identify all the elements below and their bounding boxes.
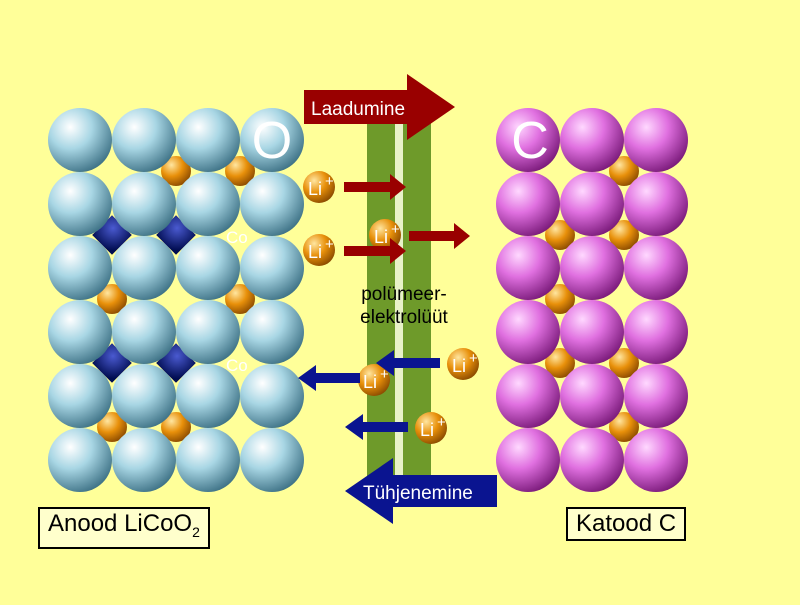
anode-lithium-atom — [161, 412, 191, 442]
lithium-ion-charge: + — [380, 366, 389, 383]
oxygen-atom — [240, 236, 304, 300]
carbon-atom — [560, 364, 624, 428]
electrolyte-band-left — [367, 100, 395, 480]
carbon-atom — [624, 108, 688, 172]
carbon-atom — [560, 172, 624, 236]
oxygen-atom — [240, 300, 304, 364]
electrolyte-label-line2: elektrolüüt — [360, 307, 448, 328]
oxygen-atom — [112, 364, 176, 428]
carbon-atom — [624, 364, 688, 428]
cathode-lithium-atom — [609, 412, 639, 442]
lithium-ion-label: Li — [363, 372, 377, 392]
carbon-atom — [496, 300, 560, 364]
carbon-atom — [560, 108, 624, 172]
carbon-atom — [560, 428, 624, 492]
electrolyte-gap — [395, 100, 403, 480]
carbon-atom — [496, 172, 560, 236]
carbon-atom — [624, 300, 688, 364]
oxygen-atom — [176, 300, 240, 364]
anode-lithium-atom — [97, 412, 127, 442]
oxygen-atom — [176, 428, 240, 492]
lithium-ion-charge: + — [325, 236, 334, 253]
discharging-arrow — [345, 458, 497, 524]
anode-label-text: Anood LiCoO — [48, 510, 193, 537]
oxygen-atom — [48, 300, 112, 364]
cathode-label: Katood C — [566, 507, 687, 541]
lithium-ion-charge: + — [391, 221, 400, 238]
anode-lithium-atom — [225, 284, 255, 314]
cobalt-label-upper: Co — [226, 228, 248, 247]
electrolyte-label-line1: polümeer- — [361, 284, 447, 305]
carbon-atom — [624, 236, 688, 300]
oxygen-atom — [176, 236, 240, 300]
lithium-ion-label: Li — [420, 420, 434, 440]
oxygen-atom — [240, 172, 304, 236]
lithium-ion-ion-bottom-right — [415, 412, 447, 444]
lithium-ion-ion-upper-left — [303, 171, 335, 203]
lithium-ion-ion-lower-center — [358, 364, 390, 396]
lithium-ion-label: Li — [452, 356, 466, 376]
carbon-atom — [496, 428, 560, 492]
carbon-label: C — [511, 112, 549, 170]
anode-label: Anood LiCoO2 — [38, 507, 210, 549]
oxygen-atom — [240, 428, 304, 492]
cathode-label-text: Katood C — [576, 510, 677, 537]
lithium-ion-charge: + — [325, 173, 334, 190]
charging-label: Laadumine — [311, 99, 405, 120]
oxygen-atom — [176, 364, 240, 428]
oxygen-atom — [176, 108, 240, 172]
anode-label-subscript: 2 — [192, 523, 200, 540]
lithium-ion-ion-middle-left — [303, 234, 335, 266]
discharge-ion-arrow-right — [376, 350, 440, 376]
cathode-lithium-atom — [609, 156, 639, 186]
cathode-lithium-atom — [609, 220, 639, 250]
charge-ion-arrow-middle — [344, 238, 406, 264]
anode-lithium-atom — [225, 156, 255, 186]
carbon-atom — [624, 428, 688, 492]
oxygen-atom — [48, 236, 112, 300]
cathode-lithium-atom — [545, 220, 575, 250]
carbon-atom — [496, 364, 560, 428]
cathode-lithium-atom — [545, 284, 575, 314]
oxygen-atom — [176, 172, 240, 236]
oxygen-atom — [112, 428, 176, 492]
oxygen-atom — [240, 108, 304, 172]
anode-lithium-atom — [161, 156, 191, 186]
anode-lithium-atom — [97, 284, 127, 314]
lithium-ion-ion-lower-right — [447, 348, 479, 380]
oxygen-atom — [240, 364, 304, 428]
lithium-ion-charge: + — [437, 414, 446, 431]
cobalt-label-lower: Co — [226, 356, 248, 375]
carbon-atom — [560, 236, 624, 300]
cathode-lithium-atom — [545, 348, 575, 378]
oxygen-atom — [48, 172, 112, 236]
carbon-atom — [496, 236, 560, 300]
cathode-lithium-atom — [609, 348, 639, 378]
discharge-ion-arrow-left — [298, 365, 360, 391]
lithium-ion-charge: + — [469, 350, 478, 367]
oxygen-atom — [112, 236, 176, 300]
carbon-atom — [496, 108, 560, 172]
oxygen-atom — [112, 300, 176, 364]
discharging-label: Tühjenemine — [363, 483, 473, 504]
oxygen-atom — [112, 172, 176, 236]
oxygen-label: O — [252, 112, 292, 170]
carbon-atom — [624, 172, 688, 236]
oxygen-atom — [48, 108, 112, 172]
lithium-ion-label: Li — [374, 227, 388, 247]
lithium-ion-label: Li — [308, 242, 322, 262]
carbon-atom — [560, 300, 624, 364]
oxygen-atom — [48, 364, 112, 428]
discharge-ion-arrow-bottom — [345, 414, 408, 440]
oxygen-atom — [48, 428, 112, 492]
charge-ion-arrow-center — [409, 223, 470, 249]
oxygen-atom — [112, 108, 176, 172]
lithium-ion-label: Li — [308, 179, 322, 199]
charge-ion-arrow-upper — [344, 174, 406, 200]
charging-arrow — [304, 74, 455, 140]
